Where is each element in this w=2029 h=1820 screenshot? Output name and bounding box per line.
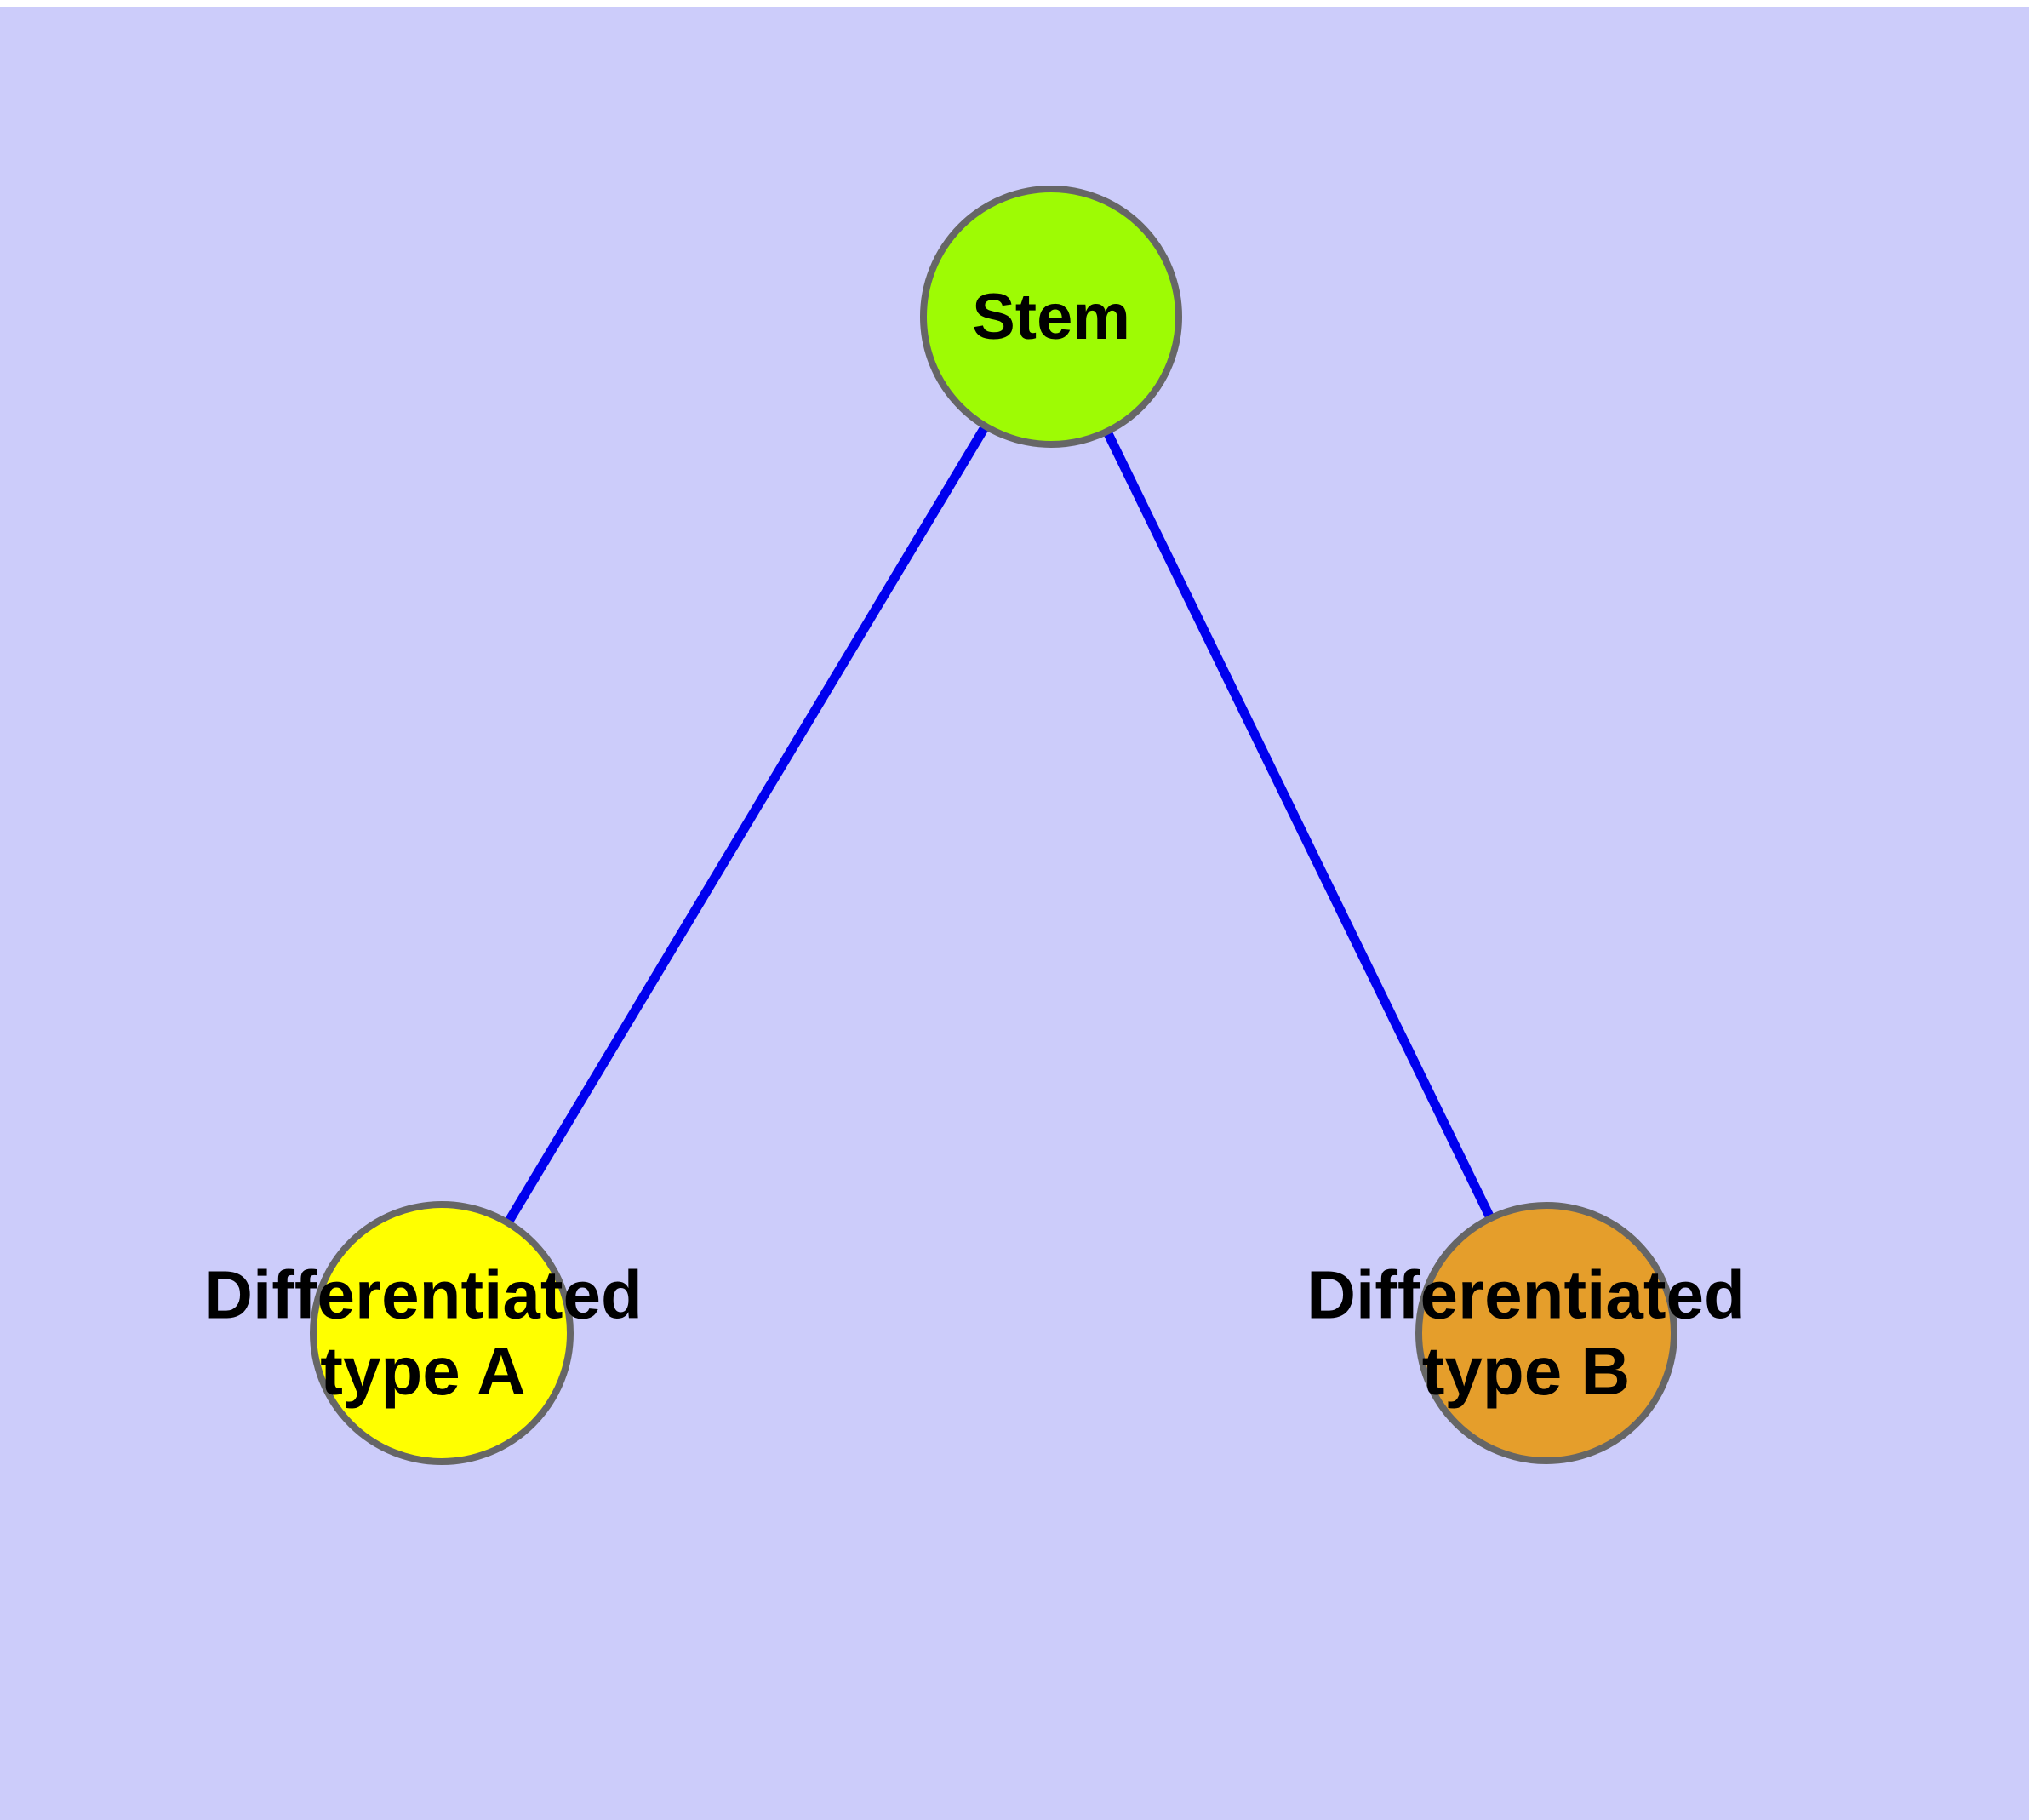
graph-node-stem[interactable] <box>920 186 1182 448</box>
graph-node-label-line: Differentiated <box>203 1256 643 1332</box>
edge-layer <box>504 425 1495 1224</box>
graph-edge-stem-to-diff_b <box>1103 431 1495 1219</box>
node-layer <box>310 186 1677 1465</box>
graph-node-label-stem: Stem <box>972 281 1130 353</box>
graph-edge-stem-to-diff_a <box>504 425 989 1224</box>
graph-node-diff_a[interactable] <box>310 1201 574 1465</box>
graph-node-label-line: Stem <box>972 281 1130 353</box>
graph-node-label-line: type A <box>320 1333 526 1409</box>
graph-node-label-line: Differentiated <box>1306 1256 1746 1332</box>
graph-node-label-line: type B <box>1422 1333 1631 1409</box>
graph-node-diff_b[interactable] <box>1415 1202 1677 1464</box>
